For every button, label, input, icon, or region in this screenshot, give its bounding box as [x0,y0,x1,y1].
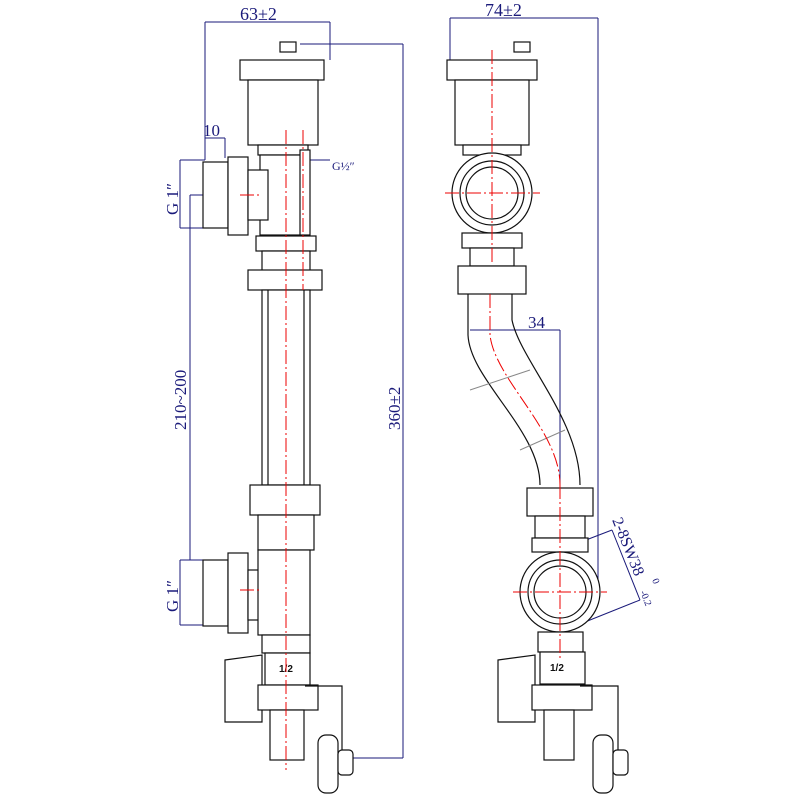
dim-inlet-thread-bottom: G 1″ [163,580,182,612]
dim-tol-lower: -0.2 [637,589,653,608]
dim-tol-upper: 0 [649,577,661,586]
valve-size-side: 1/2 [550,663,564,674]
dim-inlet-thread-top: G 1″ [163,183,182,215]
dim-center-distance: 210~200 [171,370,190,430]
dim-width-front: 63±2 [240,4,277,24]
dim-offset: 34 [528,313,546,332]
dim-total-height: 360±2 [385,387,404,430]
valve-handle-front [224,654,263,723]
dim-thread-depth: 10 [203,121,220,140]
side-view: 74±2 34 2-8SW38 0 -0.2 1/2 [445,0,661,794]
dim-top-thread: G½″ [332,159,355,173]
dim-width-side: 74±2 [485,0,522,20]
dim-wrench: 2-8SW38 [608,515,647,578]
front-view: 63±2 10 G½″ G 1″ G 1″ 210~200 360±2 [163,4,404,794]
valve-handle-side [497,654,536,723]
